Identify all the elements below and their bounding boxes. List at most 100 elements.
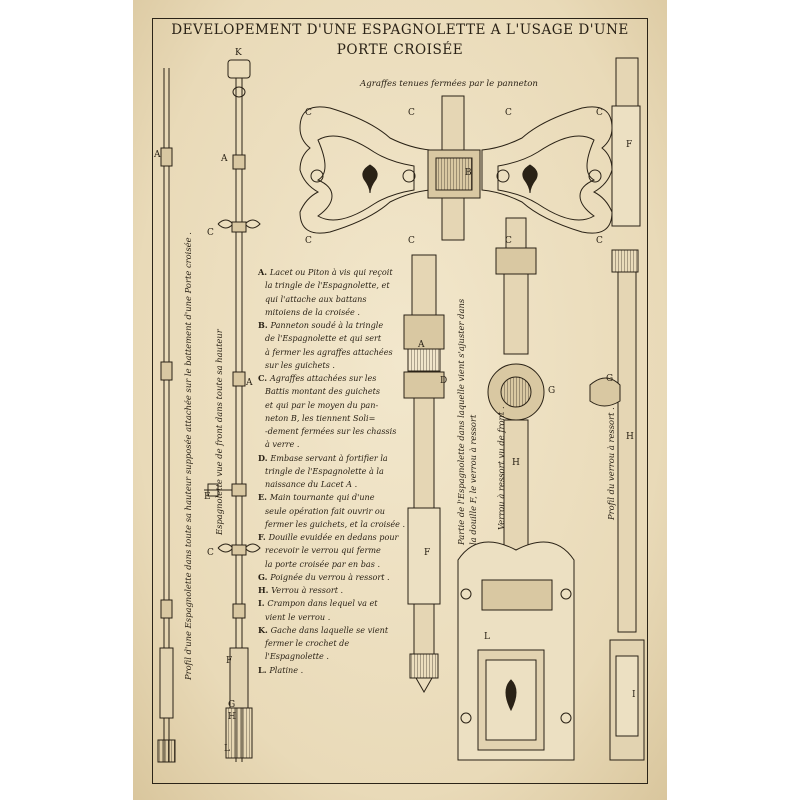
legend-key: H.: [258, 585, 272, 595]
label-g-detail: G: [548, 386, 556, 396]
legend-line: Main tournante qui d'une: [269, 492, 375, 503]
label-c-agraffe-5: C: [305, 236, 312, 246]
legend-key: B.: [258, 320, 271, 330]
legend-key: E.: [258, 492, 270, 503]
label-c-agraffe-1: C: [305, 108, 312, 118]
label-a-front: A: [221, 154, 228, 164]
agraffe-left: [299, 106, 431, 234]
legend-key: K.: [258, 624, 271, 635]
legend-line: Platine .: [269, 664, 304, 675]
label-a-left: A: [154, 150, 161, 160]
legend-line: et qui par le moyen du pan-: [265, 399, 379, 410]
label-f-detail: F: [424, 548, 431, 558]
legend-line: Battis montant des guichets: [265, 386, 381, 397]
label-a-detail: A: [418, 340, 425, 350]
label-i-right: I: [632, 690, 636, 700]
legend-line: -dement fermées sur les chassis: [265, 426, 397, 436]
label-g-front: G: [228, 700, 236, 710]
label-l-front: L: [224, 744, 230, 754]
label-c-agraffe-6: C: [408, 236, 415, 246]
legend-entry-h: H. Verrou à ressort .: [258, 584, 408, 597]
legend: A. Lacet ou Piton à vis qui reçoit la tri…: [258, 266, 408, 677]
legend-line: Embase servant à fortifier la: [270, 452, 388, 463]
label-c-front: C: [207, 228, 214, 238]
vertical-text-verrou-front: Verrou à ressort vu de front .: [496, 406, 506, 530]
legend-entry-l: L. Platine .: [258, 664, 408, 677]
legend-line: Verrou à ressort .: [271, 585, 344, 595]
legend-line: la porte croisée par en bas .: [265, 558, 381, 569]
label-e: E: [204, 492, 211, 502]
legend-line: vient le verrou .: [265, 611, 331, 622]
legend-key: C.: [258, 373, 270, 383]
legend-entry-d: D. Embase servant à fortifier la tringle …: [258, 452, 408, 492]
legend-line: recevoir le verrou qui ferme: [265, 545, 381, 556]
title-line-2: PORTE CROISÉE: [336, 42, 464, 58]
legend-line: Douille evuidée en dedans pour: [268, 532, 399, 542]
panneton-center: [427, 95, 481, 241]
legend-line: qui l'attache aux battans: [265, 293, 367, 304]
vertical-text-profil-verrou: Profil du verrou à ressort .: [606, 407, 616, 520]
legend-line: neton B, les tiennent Soli=: [265, 412, 376, 423]
label-h-front: H: [228, 712, 236, 722]
legend-line: Poignée du verrou à ressort .: [270, 571, 390, 582]
legend-line: naissance du Lacet A .: [265, 479, 358, 489]
legend-line: mitoiens de la croisée .: [265, 306, 360, 317]
legend-line: Lacet ou Piton à vis qui reçoit: [269, 267, 393, 277]
legend-entry-i: I. Crampon dans lequel va et vient le ver…: [258, 597, 408, 624]
legend-key: F.: [258, 532, 269, 542]
engraving-frame: [152, 18, 648, 784]
legend-line: Crampon dans lequel va et: [267, 598, 378, 609]
legend-entry-g: G. Poignée du verrou à ressort .: [258, 571, 408, 584]
label-k: K: [235, 48, 242, 58]
caption-agraffes: Agraffes tenues fermées par le panneton: [360, 79, 538, 89]
label-c-agraffe-8: C: [596, 236, 603, 246]
legend-key: D.: [258, 452, 271, 463]
title-line-1: DEVELOPEMENT D'UNE ESPAGNOLETTE A L'USAG…: [171, 22, 629, 38]
profile-rod-left: [157, 68, 176, 763]
label-c-agraffe-3: C: [505, 108, 512, 118]
legend-entry-e: E. Main tournante qui d'une seule opérati…: [258, 491, 408, 531]
verrou-front: [457, 217, 575, 761]
front-rod: [204, 59, 261, 762]
detail-rod-middle: [403, 254, 445, 694]
legend-line: la tringle de l'Espagnolette, et: [265, 280, 390, 291]
label-c-agraffe-2: C: [408, 108, 415, 118]
legend-line: seule opération fait ouvrir ou: [265, 505, 386, 516]
legend-line: sur les guichets .: [265, 359, 335, 370]
label-h-right: H: [626, 432, 634, 442]
label-l-detail: L: [484, 632, 490, 642]
legend-line: à fermer les agraffes attachées: [265, 346, 393, 357]
legend-key: A.: [258, 267, 270, 277]
legend-line: Gache dans laquelle se vient: [270, 624, 389, 635]
legend-line: fermer les guichets, et la croisée .: [265, 518, 406, 529]
label-a-front-2: A: [246, 378, 253, 388]
legend-entry-f: F. Douille evuidée en dedans pour recevoi…: [258, 531, 408, 571]
legend-entry-b: B. Panneton soudé à la tringle de l'Espag…: [258, 319, 408, 372]
label-c-front-2: C: [207, 548, 214, 558]
label-c-agraffe-7: C: [505, 236, 512, 246]
label-b: B: [465, 168, 472, 178]
vertical-text-partie-2: la douille F, le verrou à ressort: [468, 414, 478, 545]
legend-line: tringle de l'Espagnolette à la: [265, 465, 384, 476]
legend-line: Panneton soudé à la tringle: [270, 320, 384, 330]
label-c-agraffe-4: C: [596, 108, 603, 118]
legend-line: à verre .: [265, 439, 300, 450]
legend-key: G.: [258, 571, 271, 582]
label-g-right: G: [606, 374, 614, 384]
legend-entry-a: A. Lacet ou Piton à vis qui reçoit la tri…: [258, 266, 408, 319]
vertical-text-partie: Partie de l'Espagnolette dans laquelle v…: [456, 298, 466, 545]
label-f-front: F: [226, 656, 233, 666]
vertical-text-front: Espagnolette vue de front dans toute sa …: [214, 329, 224, 535]
legend-line: de l'Espagnolette et qui sert: [265, 333, 382, 344]
vertical-text-profil: Profil d'une Espagnolette dans toute sa …: [183, 232, 193, 680]
label-h-detail: H: [512, 458, 520, 468]
label-d: D: [440, 376, 448, 386]
legend-key: I.: [258, 598, 268, 609]
verrou-profile-right: [589, 57, 645, 761]
legend-key: L.: [258, 664, 270, 675]
legend-line: Agraffes attachées sur les: [269, 373, 377, 383]
label-f-right: F: [626, 140, 633, 150]
legend-line: fermer le crochet de l'Espagnolette .: [265, 638, 350, 662]
